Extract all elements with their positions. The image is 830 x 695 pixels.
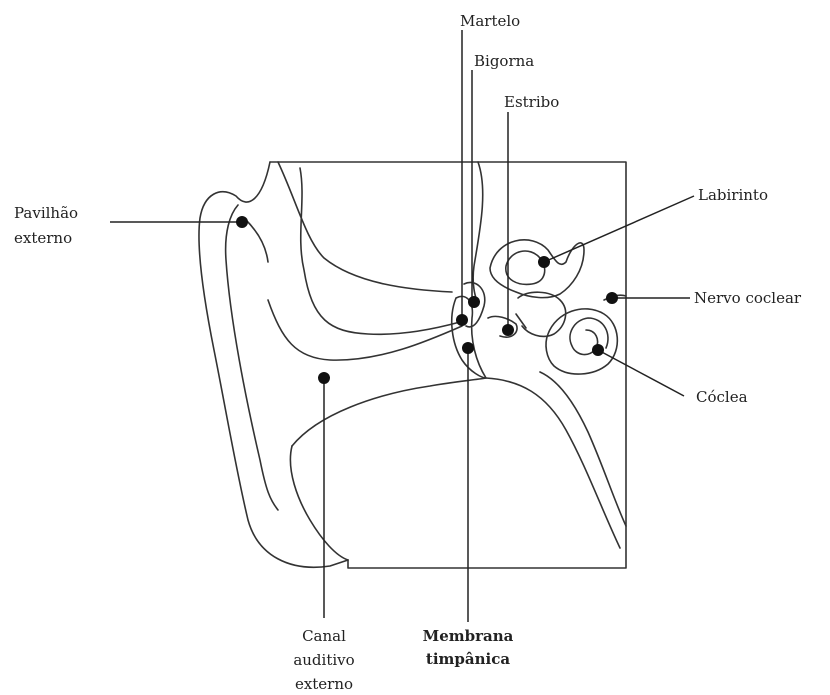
label-canal-line2: auditivo [293,651,354,669]
semicircular-canal-outer [490,240,584,298]
dot-coclea [592,344,604,356]
pinna-inner-fold [226,205,278,510]
upper-skull-line [473,162,483,298]
malleus-shape [452,296,486,378]
label-bigorna: Bigorna [474,52,534,70]
eustachian-tube-lower [540,372,626,526]
label-membrana-line1: Membrana [423,627,514,645]
label-nervo-coclear: Nervo coclear [694,289,802,307]
eustachian-tube-upper [486,378,620,548]
dot-estribo [502,324,514,336]
label-pavilhao-line1: Pavilhão [14,204,78,222]
pinna-outline [199,162,348,567]
semicircular-canal-inner [506,251,545,284]
ear-canal-upper-wall [268,300,462,360]
label-labirinto: Labirinto [698,186,768,204]
label-coclea: Cóclea [696,388,748,406]
dot-bigorna [468,296,480,308]
vestibule-shape [518,292,566,336]
label-canal-line1: Canal [302,627,346,645]
label-canal-line3: externo [295,675,353,691]
label-estribo: Estribo [504,93,559,111]
leader-labirinto [544,196,694,262]
tissue-contour-mid [300,168,460,334]
leader-coclea [598,350,684,396]
ear-canal-lower-wall [292,378,486,446]
dot-membrana [462,342,474,354]
cochlea-outer [546,309,617,374]
dot-pavilhao [236,216,248,228]
label-martelo: Martelo [460,12,520,30]
label-membrana-line2: timpânica [426,650,510,668]
dot-canal [318,372,330,384]
dot-martelo [456,314,468,326]
dot-labirinto [538,256,550,268]
dot-nervo-coclear [606,292,618,304]
label-pavilhao-line2: externo [14,229,72,247]
lower-tissue-contour [290,446,348,560]
pinna-helix-tip [246,220,268,262]
